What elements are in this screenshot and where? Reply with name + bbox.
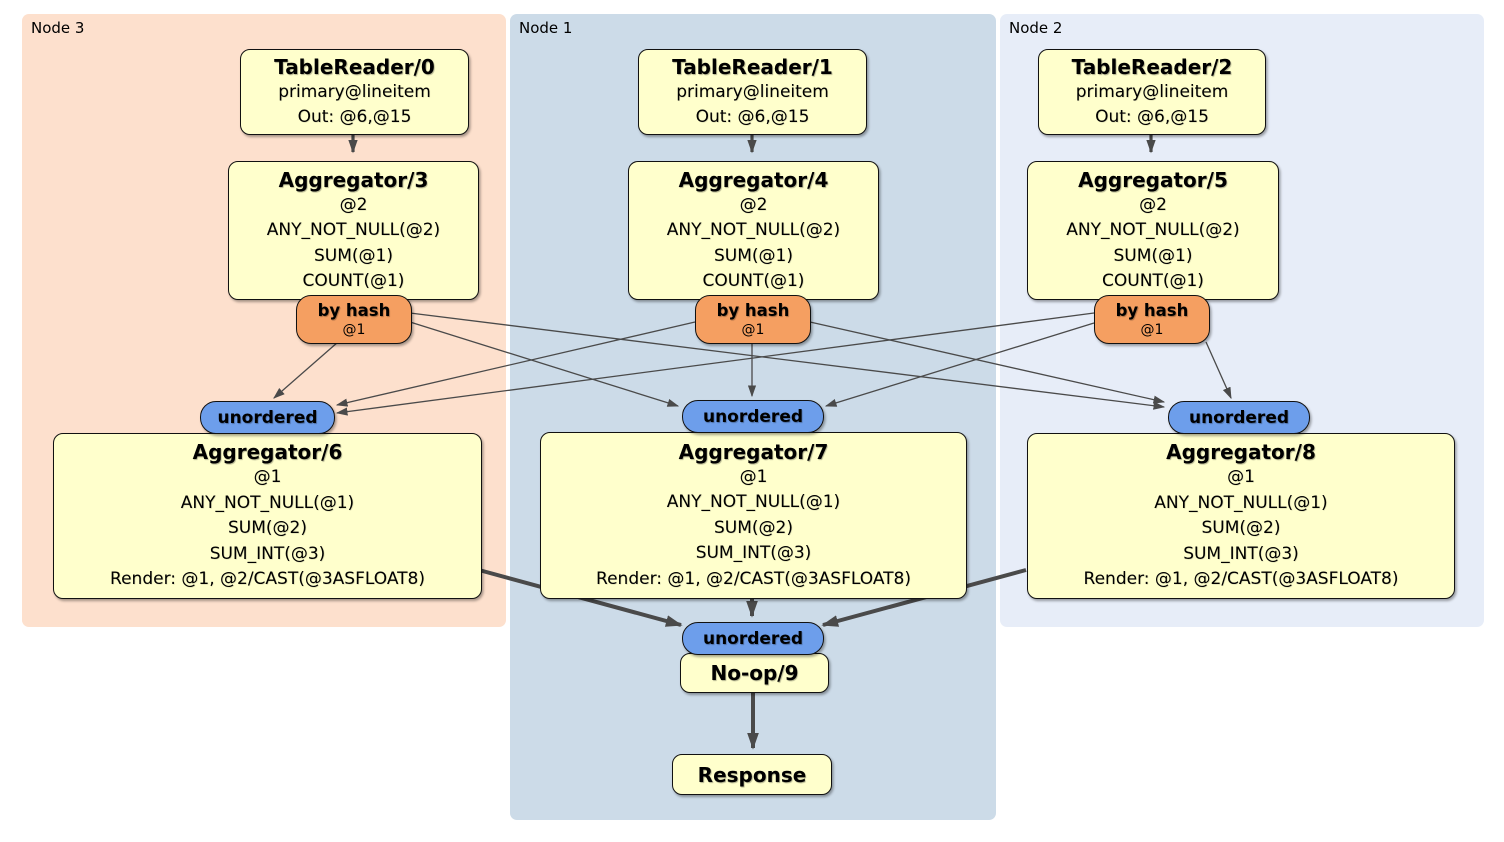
box-noop-9: No-op/9: [680, 653, 829, 693]
aggregator-4-fn1: ANY_NOT_NULL(@2): [666, 220, 841, 240]
box-aggregator-5: Aggregator/5 @2 ANY_NOT_NULL(@2) SUM(@1)…: [1027, 161, 1279, 300]
aggregator-3-fn3: COUNT(@1): [302, 271, 405, 291]
aggregator-8-title: Aggregator/8: [1166, 440, 1316, 465]
box-aggregator-4: Aggregator/4 @2 ANY_NOT_NULL(@2) SUM(@1)…: [628, 161, 879, 300]
aggregator-6-title: Aggregator/6: [192, 440, 343, 465]
aggregator-6-fn3: SUM_INT(@3): [209, 543, 326, 564]
stream-unordered-final: unordered: [682, 622, 824, 655]
router-by-hash-3: by hash @1: [296, 295, 412, 344]
tablereader-1-span: primary@lineitem: [676, 81, 829, 102]
aggregator-7-title: Aggregator/7: [678, 439, 829, 464]
tablereader-1-out: Out: @6,@15: [695, 107, 810, 127]
tablereader-2-out: Out: @6,@15: [1095, 107, 1209, 127]
stream-unordered-7: unordered: [682, 400, 824, 433]
response-title: Response: [697, 762, 807, 787]
aggregator-8-fn3: SUM_INT(@3): [1183, 543, 1299, 564]
aggregator-8-fn1: ANY_NOT_NULL(@1): [1154, 492, 1328, 513]
aggregator-5-fn3: COUNT(@1): [1102, 271, 1204, 291]
aggregator-3-groupcols: @2: [339, 194, 368, 215]
aggregator-8-render: Render: @1, @2/CAST(@3ASFLOAT8): [1083, 569, 1399, 590]
tablereader-1-title: TableReader/1: [672, 54, 833, 79]
edge-byhash4-unordered8: [809, 321, 1166, 404]
aggregator-3-fn2: SUM(@1): [314, 245, 393, 266]
tablereader-2-span: primary@lineitem: [1075, 81, 1229, 102]
box-tablereader-0: TableReader/0 primary@lineitem Out: @6,@…: [240, 49, 469, 135]
aggregator-4-title: Aggregator/4: [678, 167, 829, 192]
router-3-cols: @1: [342, 322, 366, 338]
aggregator-4-fn2: SUM(@1): [714, 245, 793, 266]
stream-6-label: unordered: [217, 407, 318, 428]
tablereader-2-title: TableReader/2: [1071, 54, 1233, 79]
edge-byhash5-unordered6: [335, 312, 1095, 416]
aggregator-7-fn1: ANY_NOT_NULL(@1): [666, 492, 841, 513]
edge-byhash4-unordered6: [335, 321, 696, 407]
aggregator-4-fn3: COUNT(@1): [702, 271, 805, 291]
aggregator-4-groupcols: @2: [739, 194, 768, 215]
aggregator-5-title: Aggregator/5: [1078, 167, 1228, 192]
router-by-hash-4: by hash @1: [695, 295, 811, 344]
box-tablereader-2: TableReader/2 primary@lineitem Out: @6,@…: [1038, 49, 1266, 135]
aggregator-3-fn1: ANY_NOT_NULL(@2): [266, 220, 441, 240]
region-node2-label: Node 2: [1009, 19, 1063, 37]
tablereader-0-out: Out: @6,@15: [297, 107, 412, 127]
region-node1-label: Node 1: [519, 19, 573, 37]
stream-unordered-6: unordered: [200, 401, 335, 434]
aggregator-6-fn1: ANY_NOT_NULL(@1): [180, 492, 355, 513]
box-aggregator-6: Aggregator/6 @1 ANY_NOT_NULL(@1) SUM(@2)…: [53, 433, 482, 599]
router-by-hash-5: by hash @1: [1094, 295, 1210, 344]
box-aggregator-8: Aggregator/8 @1 ANY_NOT_NULL(@1) SUM(@2)…: [1027, 433, 1455, 599]
aggregator-7-fn2: SUM(@2): [714, 517, 793, 538]
aggregator-6-render: Render: @1, @2/CAST(@3ASFLOAT8): [110, 569, 425, 590]
stream-7-label: unordered: [702, 406, 804, 427]
router-5-label: by hash: [1115, 301, 1189, 320]
box-response: Response: [672, 754, 832, 795]
router-4-cols: @1: [741, 322, 765, 338]
edge-byhash3-unordered6: [273, 341, 339, 399]
aggregator-7-render: Render: @1, @2/CAST(@3ASFLOAT8): [596, 568, 911, 589]
noop-9-title: No-op/9: [710, 661, 799, 685]
box-aggregator-3: Aggregator/3 @2 ANY_NOT_NULL(@2) SUM(@1)…: [228, 161, 479, 300]
box-aggregator-7: Aggregator/7 @1 ANY_NOT_NULL(@1) SUM(@2)…: [540, 432, 967, 599]
aggregator-6-groupcols: @1: [253, 467, 282, 488]
aggregator-8-fn2: SUM(@2): [1201, 518, 1281, 539]
edge-byhash3-unordered8: [409, 312, 1166, 410]
aggregator-5-groupcols: @2: [1139, 194, 1167, 215]
router-4-label: by hash: [716, 301, 790, 320]
router-5-cols: @1: [1140, 322, 1164, 338]
edge-byhash5-unordered8: [1205, 341, 1232, 400]
edge-byhash5-unordered7: [824, 322, 1095, 407]
aggregator-5-fn2: SUM(@1): [1113, 245, 1193, 266]
box-tablereader-1: TableReader/1 primary@lineitem Out: @6,@…: [638, 49, 867, 135]
stream-final-label: unordered: [702, 628, 804, 649]
region-node3-label: Node 3: [31, 19, 85, 37]
aggregator-3-title: Aggregator/3: [278, 167, 429, 192]
aggregator-5-fn1: ANY_NOT_NULL(@2): [1066, 220, 1240, 240]
aggregator-6-fn2: SUM(@2): [228, 518, 307, 539]
stream-unordered-8: unordered: [1168, 401, 1310, 434]
edge-byhash3-unordered7: [409, 321, 680, 407]
router-3-label: by hash: [317, 301, 391, 320]
aggregator-8-groupcols: @1: [1227, 467, 1255, 488]
aggregator-7-fn3: SUM_INT(@3): [695, 543, 812, 564]
tablereader-0-title: TableReader/0: [274, 54, 435, 79]
aggregator-7-groupcols: @1: [739, 466, 768, 487]
tablereader-0-span: primary@lineitem: [278, 81, 431, 102]
stream-8-label: unordered: [1188, 407, 1290, 428]
